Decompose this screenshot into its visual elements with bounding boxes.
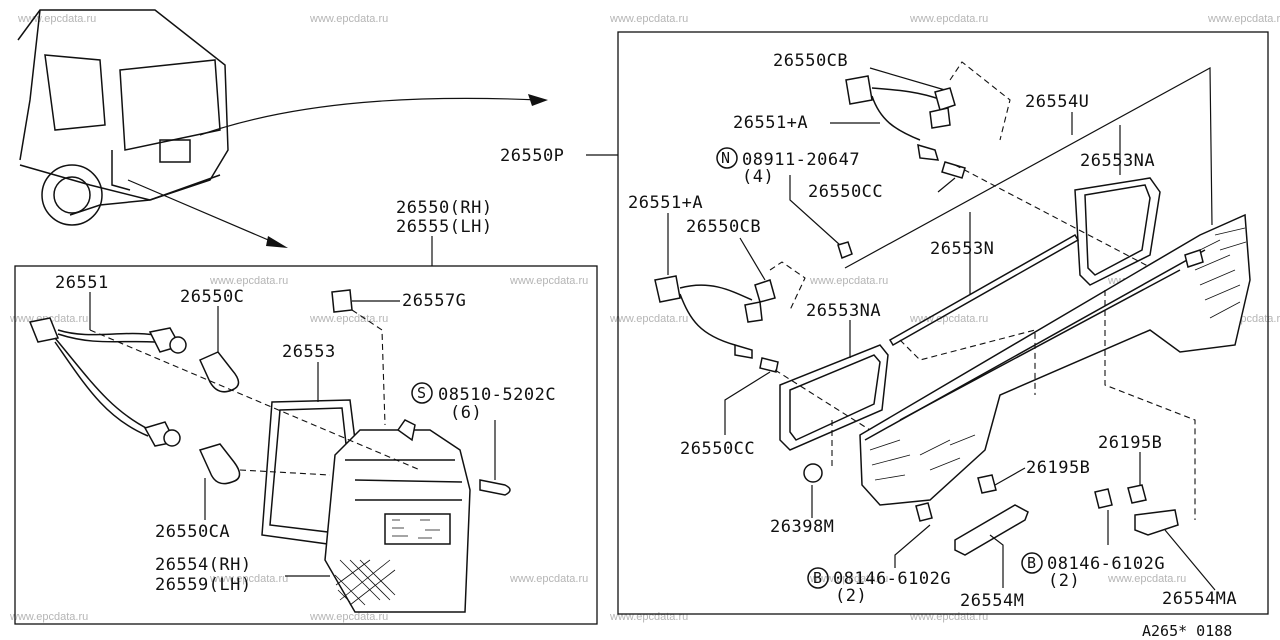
bulb-26550ca bbox=[198, 443, 241, 485]
bracket-26554m bbox=[954, 504, 1029, 556]
watermark: www.epcdata.ru bbox=[509, 275, 588, 287]
watermark: www.epcdata.ru bbox=[309, 313, 388, 325]
label-26554ma: 26554MA bbox=[1162, 589, 1237, 609]
label-26553: 26553 bbox=[282, 342, 336, 362]
watermark: www.epcdata.ru bbox=[609, 611, 688, 623]
watermark: www.epcdata.ru bbox=[1207, 13, 1280, 25]
label-26551: 26551 bbox=[55, 273, 109, 293]
watermark: www.epcdata.ru bbox=[609, 313, 688, 325]
gasket-26553na-top bbox=[1074, 177, 1161, 286]
watermark: www.epcdata.ru bbox=[309, 611, 388, 623]
gasket-26553na-mid bbox=[779, 344, 889, 451]
watermark: www.epcdata.ru bbox=[909, 13, 988, 25]
label-26553n: 26553N bbox=[930, 239, 994, 259]
watermark: www.epcdata.ru bbox=[909, 313, 988, 325]
label-26557g: 26557G bbox=[402, 291, 466, 311]
label-26550ca: 26550CA bbox=[155, 522, 230, 542]
badge-b-left: B bbox=[813, 569, 822, 587]
label-26398m: 26398M bbox=[770, 517, 834, 537]
label-26550c: 26550C bbox=[180, 287, 244, 307]
label-26553na-top: 26553NA bbox=[1080, 151, 1155, 171]
label-26551a-mid: 26551+A bbox=[628, 193, 703, 213]
label-08911-qty: (4) bbox=[742, 167, 774, 187]
diagram-code: A265* 0188 bbox=[1142, 622, 1232, 640]
strip-26553n bbox=[888, 233, 1080, 347]
label-26195b-b: 26195B bbox=[1098, 433, 1162, 453]
label-26559-lh: 26559(LH) bbox=[155, 575, 252, 595]
label-26551a-top: 26551+A bbox=[733, 113, 808, 133]
label-26554-rh: 26554(RH) bbox=[155, 555, 252, 575]
bracket-26554ma bbox=[1134, 509, 1179, 536]
label-26550cb-mid: 26550CB bbox=[686, 217, 761, 237]
label-26550-rh: 26550(RH) bbox=[396, 198, 493, 218]
connector-top bbox=[845, 75, 873, 105]
label-26554u: 26554U bbox=[1025, 92, 1089, 112]
label-26195b-a: 26195B bbox=[1026, 458, 1090, 478]
finisher-garnish bbox=[859, 213, 1251, 506]
left-frame bbox=[14, 265, 598, 625]
lens-assembly bbox=[324, 429, 471, 613]
watermark: www.epcdata.ru bbox=[609, 13, 688, 25]
bolt-26195b-b bbox=[1127, 484, 1147, 504]
badge-s: S bbox=[417, 384, 426, 402]
label-08146-left: 08146-6102G bbox=[833, 569, 951, 589]
bolt-08146-right bbox=[1094, 488, 1113, 509]
watermark: www.epcdata.ru bbox=[309, 13, 388, 25]
watermark: www.epcdata.ru bbox=[1107, 573, 1186, 585]
watermark: www.epcdata.ru bbox=[809, 573, 888, 585]
bulb-26550c bbox=[199, 351, 240, 393]
label-26555-lh: 26555(LH) bbox=[396, 217, 493, 237]
clip-26398m bbox=[803, 463, 823, 483]
nut-08911 bbox=[837, 241, 853, 259]
bolt-26195b-a bbox=[977, 474, 997, 494]
label-26550p: 26550P bbox=[500, 146, 564, 166]
watermark: www.epcdata.ru bbox=[509, 573, 588, 585]
label-26554m: 26554M bbox=[960, 591, 1024, 611]
connector-mid bbox=[654, 275, 681, 303]
badge-b-right: B bbox=[1027, 554, 1036, 572]
label-08146-left-qty: (2) bbox=[835, 586, 867, 606]
watermark: www.epcdata.ru bbox=[209, 573, 288, 585]
label-26550cb-top: 26550CB bbox=[773, 51, 848, 71]
connector-plug bbox=[28, 317, 60, 343]
left-lamp-assembly-box: 26550(RH) 26555(LH) 26551 26550C 26550CA… bbox=[14, 198, 598, 625]
label-26550cc-top: 26550CC bbox=[808, 182, 883, 202]
watermark: www.epcdata.ru bbox=[9, 611, 88, 623]
watermark: www.epcdata.ru bbox=[909, 611, 988, 623]
bolt-08146-left bbox=[915, 502, 933, 522]
label-08911-20647: 08911-20647 bbox=[742, 150, 860, 170]
screw-08510 bbox=[479, 479, 511, 496]
label-26553na-mid: 26553NA bbox=[806, 301, 881, 321]
label-08146-right: 08146-6102G bbox=[1047, 554, 1165, 574]
vehicle-rear-illustration bbox=[17, 9, 548, 248]
watermark: www.epcdata.ru bbox=[809, 275, 888, 287]
watermark: www.epcdata.ru bbox=[17, 13, 96, 25]
label-08510-5202c: 08510-5202C bbox=[438, 385, 556, 405]
clip-26557g bbox=[331, 289, 353, 313]
badge-n: N bbox=[721, 149, 730, 167]
right-frame bbox=[617, 31, 1269, 615]
label-26550cc-mid: 26550CC bbox=[680, 439, 755, 459]
label-08146-right-qty: (2) bbox=[1048, 571, 1080, 591]
label-08510-qty: (6) bbox=[450, 403, 482, 423]
watermark: www.epcdata.ru bbox=[209, 275, 288, 287]
right-garnish-assembly-box: 26550P 26550CB 26551+A 26550CC N 08911-2… bbox=[500, 31, 1269, 615]
